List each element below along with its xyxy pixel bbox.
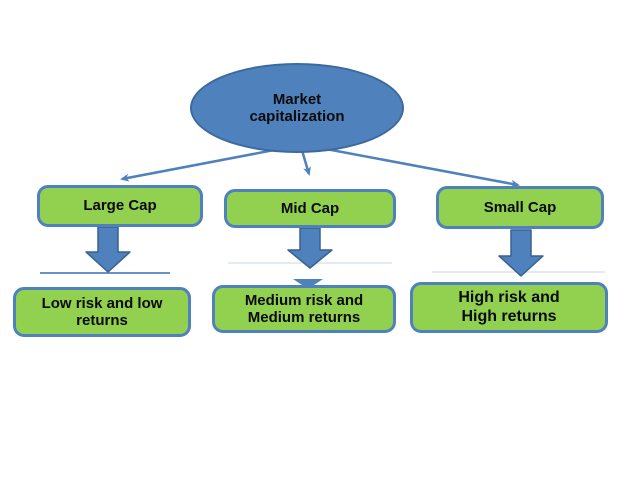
outcome-node-label: Low risk and low returns [41,294,163,329]
outcome-node-medium-risk: Medium risk and Medium returns [212,285,396,333]
connector-root-to-large-cap [120,145,291,182]
outcome-node-high-risk: High risk and High returns [410,282,608,333]
block-arrow-mid-cap-down [287,227,333,269]
category-node-small-cap: Small Cap [436,186,604,229]
category-node-label: Mid Cap [280,199,340,217]
connector-root-to-small-cap [309,144,520,188]
outcome-node-label: High risk and High returns [458,289,560,325]
root-node-market-capitalization: Market capitalization [190,63,404,153]
block-arrow-small-cap-down [498,229,544,277]
outcome-node-label: Medium risk and Medium returns [244,291,364,326]
category-node-label: Small Cap [483,198,557,216]
outcome-node-low-risk: Low risk and low returns [13,287,191,337]
root-node-label: Market capitalization [249,90,345,125]
category-node-mid-cap: Mid Cap [224,189,396,228]
category-node-label: Large Cap [83,197,157,215]
category-node-large-cap: Large Cap [37,185,203,227]
block-arrow-large-cap-down [85,226,131,273]
